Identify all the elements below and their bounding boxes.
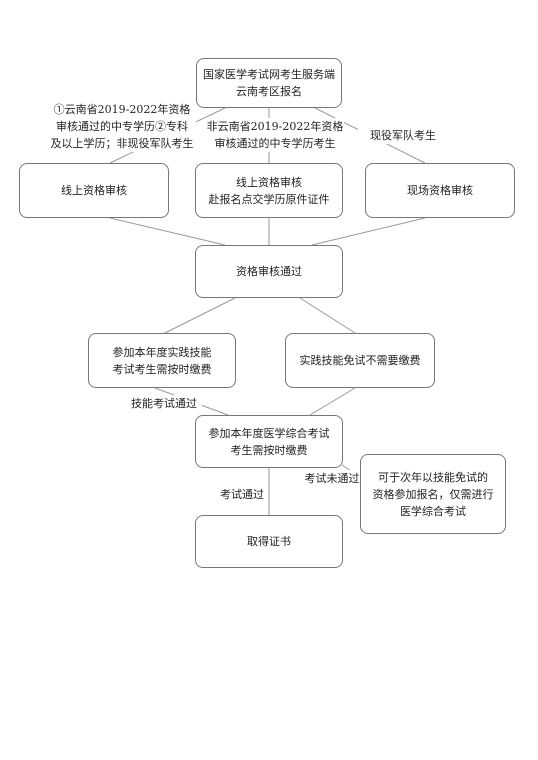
node-comprehensive-exam: 参加本年度医学综合考试 考生需按时缴费 [195, 415, 343, 468]
edge-passed-exempt [299, 297, 356, 334]
edge-label-exam-failed: 考试未通过 [300, 470, 364, 487]
edge-exempt-comprehensive [309, 387, 356, 416]
node-skills-exam: 参加本年度实践技能 考试考生需按时缴费 [88, 333, 236, 388]
node-online-review-original: 线上资格审核 赴报名点交学历原件证件 [195, 163, 343, 218]
node-certificate: 取得证书 [195, 515, 343, 568]
edge-label-to-onsite: 现役军队考生 [358, 127, 448, 144]
node-next-year: 可于次年以技能免试的 资格参加报名，仅需进行 医学综合考试 [360, 454, 506, 534]
edge-onsite-passed [311, 217, 426, 246]
node-skills-exempt: 实践技能免试不需要缴费 [285, 333, 435, 388]
edge-online-passed [109, 217, 226, 246]
node-onsite-review: 现场资格审核 [365, 163, 515, 218]
edge-label-exam-passed: 考试通过 [216, 486, 268, 503]
edge-label-to-online-original: 非云南省2019-2022年资格 审核通过的中专学历考生 [206, 118, 344, 152]
node-online-review: 线上资格审核 [19, 163, 169, 218]
edge-label-to-online: ①云南省2019-2022年资格 审核通过的中专学历②专科 及以上学历；非现役军… [48, 101, 196, 152]
edge-passed-skills [164, 297, 236, 334]
node-review-passed: 资格审核通过 [195, 245, 343, 298]
edge-label-skills-passed: 技能考试通过 [126, 395, 202, 412]
node-start: 国家医学考试网考生服务端 云南考区报名 [196, 58, 342, 108]
